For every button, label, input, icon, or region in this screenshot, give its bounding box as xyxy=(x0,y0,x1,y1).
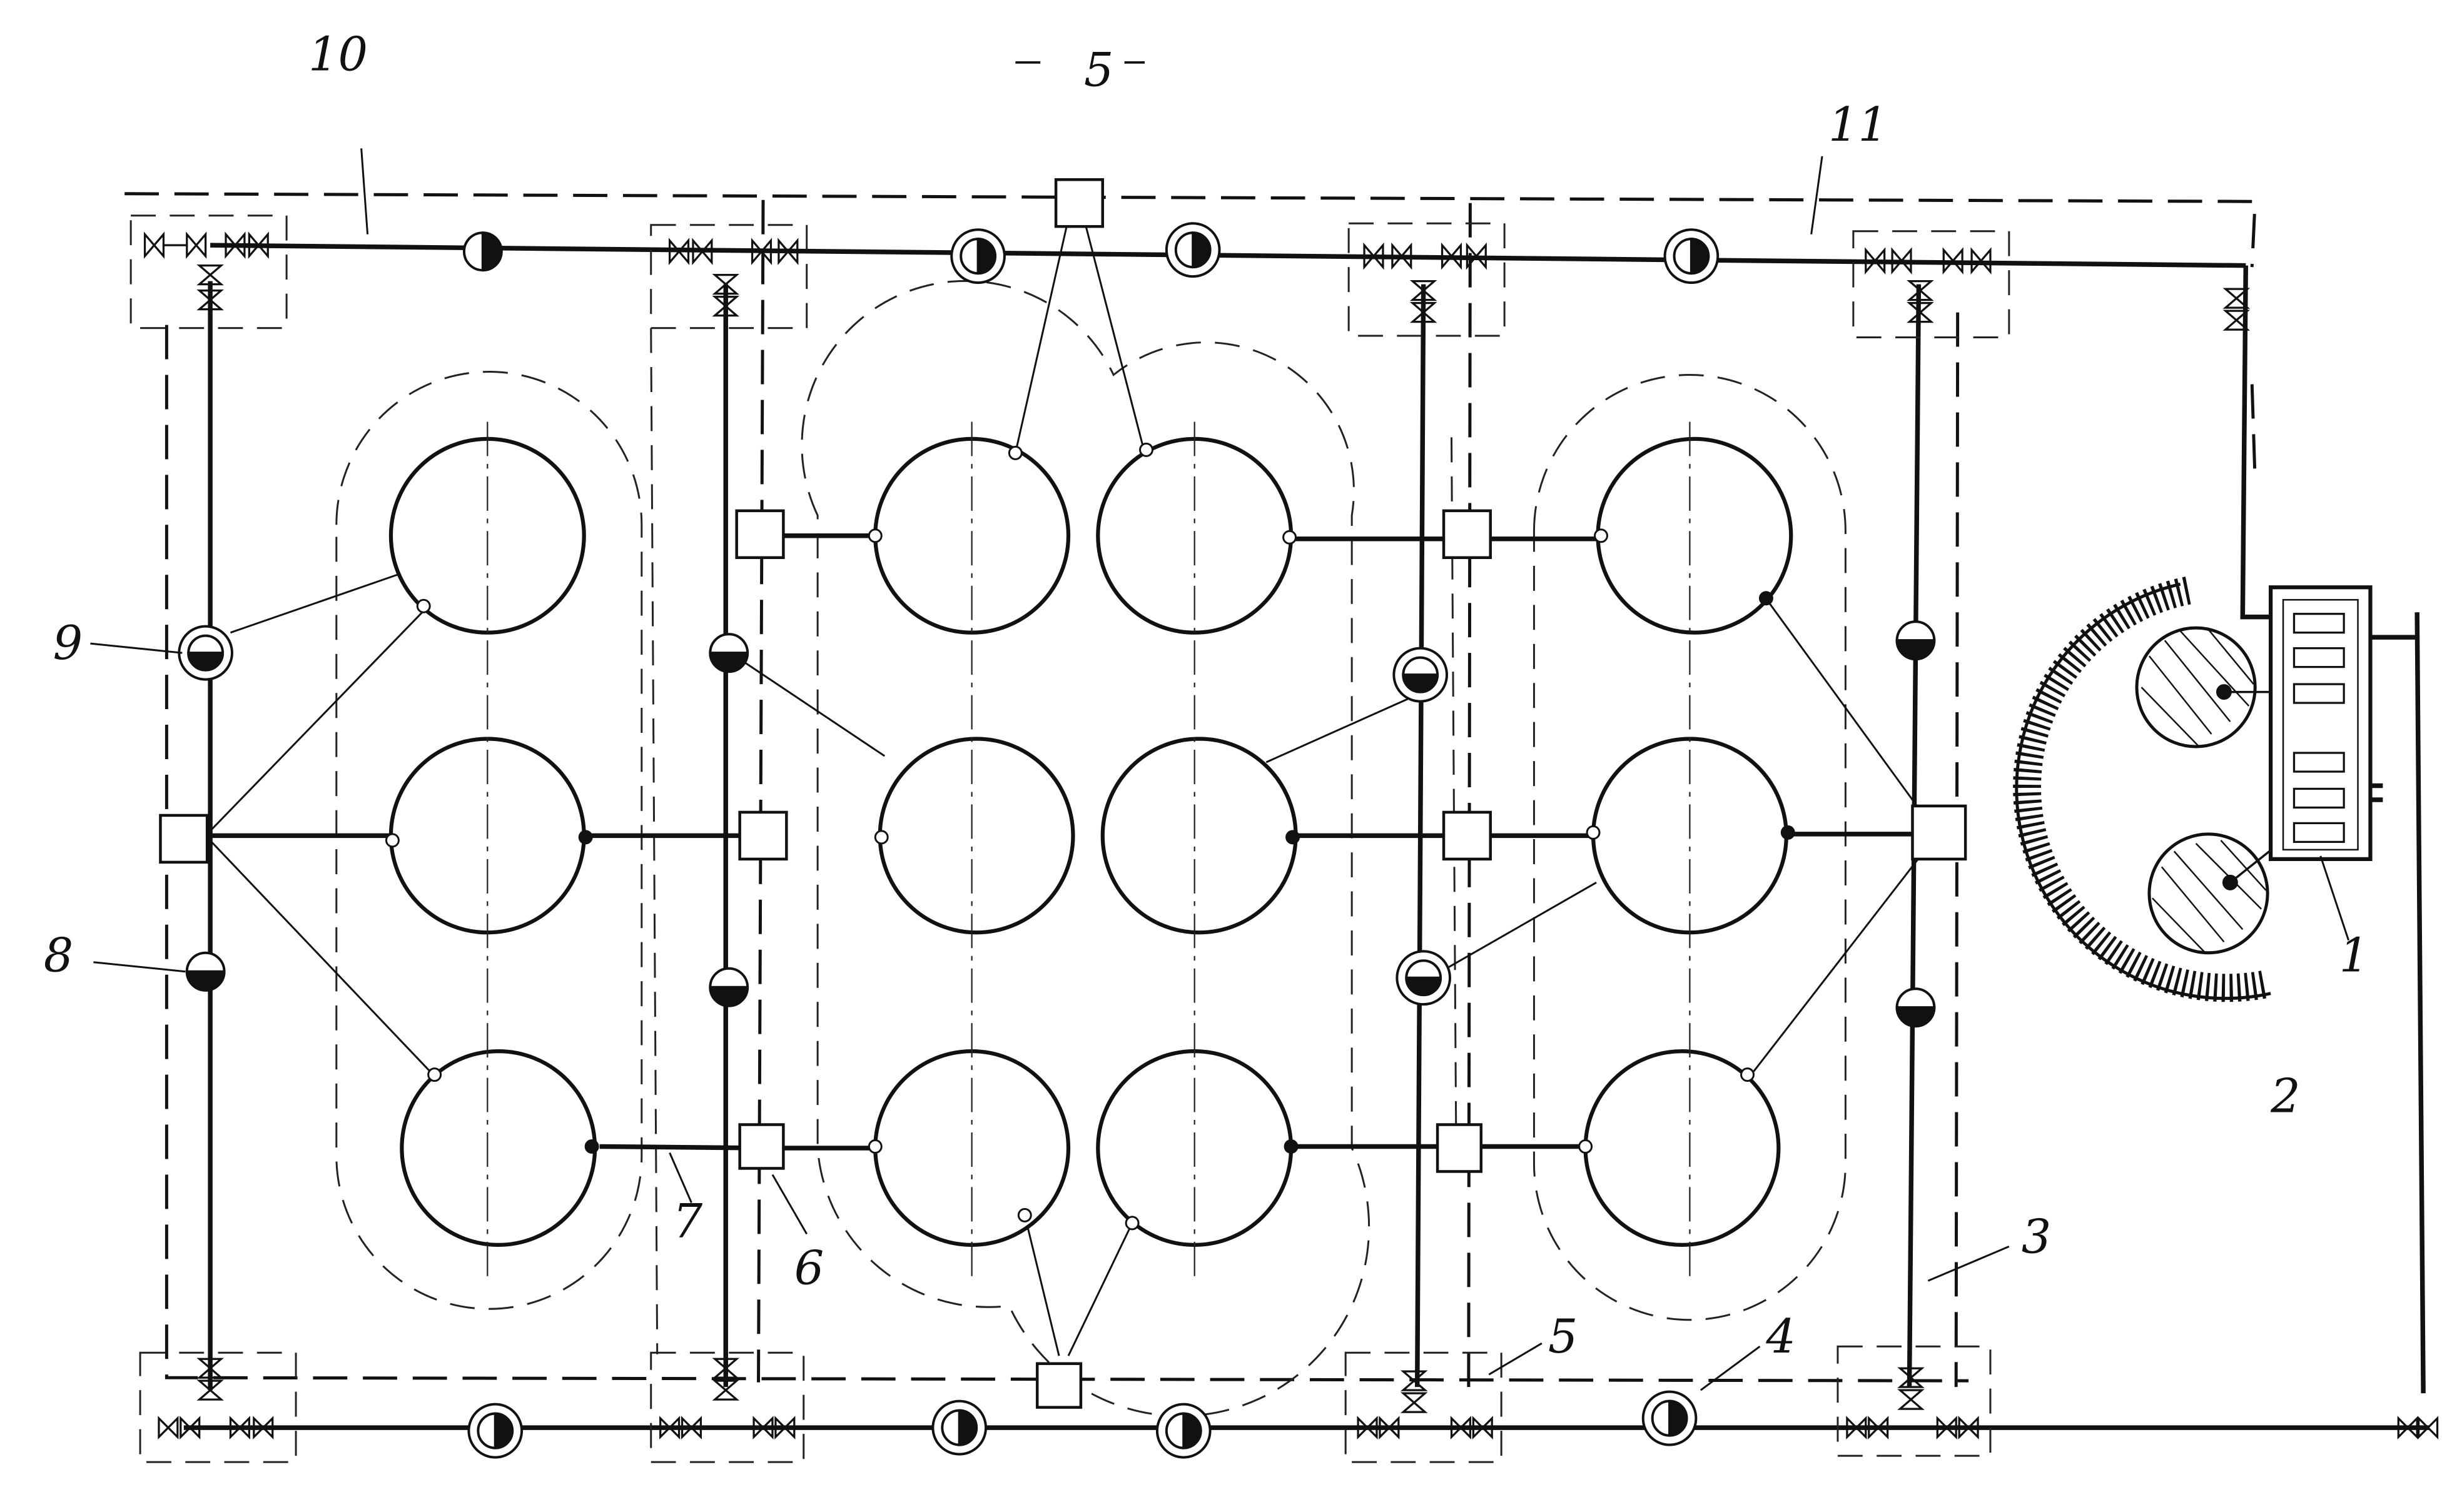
tank-fence-left xyxy=(335,371,643,1310)
junction-boxes xyxy=(159,178,1967,1409)
label-8: 8 xyxy=(44,929,74,983)
valve-junction-boxes xyxy=(129,214,2010,1463)
label-6: 6 xyxy=(794,1241,824,1295)
control-panel xyxy=(2269,585,2373,861)
pump-station xyxy=(2013,577,2373,1002)
tank-fence-center xyxy=(801,280,1370,1417)
label-5-bottom: 5 xyxy=(1548,1309,1578,1364)
signal-lines xyxy=(205,218,1938,1356)
label-3: 3 xyxy=(2022,1209,2052,1264)
reference-labels: 1 2 3 4 5 5 6 7 8 9 10 11 xyxy=(44,27,2369,1364)
label-10: 10 xyxy=(308,27,368,81)
label-11: 11 xyxy=(1828,98,1888,152)
label-7: 7 xyxy=(673,1194,703,1248)
label-4: 4 xyxy=(1765,1309,1796,1364)
leader-lines xyxy=(90,148,2350,1391)
label-9: 9 xyxy=(53,616,83,670)
tank-fence-right xyxy=(1533,374,1847,1321)
hydrant-gauges xyxy=(178,222,1936,1459)
storage-tanks xyxy=(388,436,1793,1247)
tank-centerlines xyxy=(487,421,1691,1281)
label-2: 2 xyxy=(2270,1069,2301,1123)
label-1: 1 xyxy=(2339,929,2369,983)
valves xyxy=(143,231,2439,1440)
tank-sensor-points xyxy=(385,442,1795,1231)
outer-dashed-boundary xyxy=(124,192,2257,1383)
label-5-top: 5 xyxy=(1084,43,1114,97)
